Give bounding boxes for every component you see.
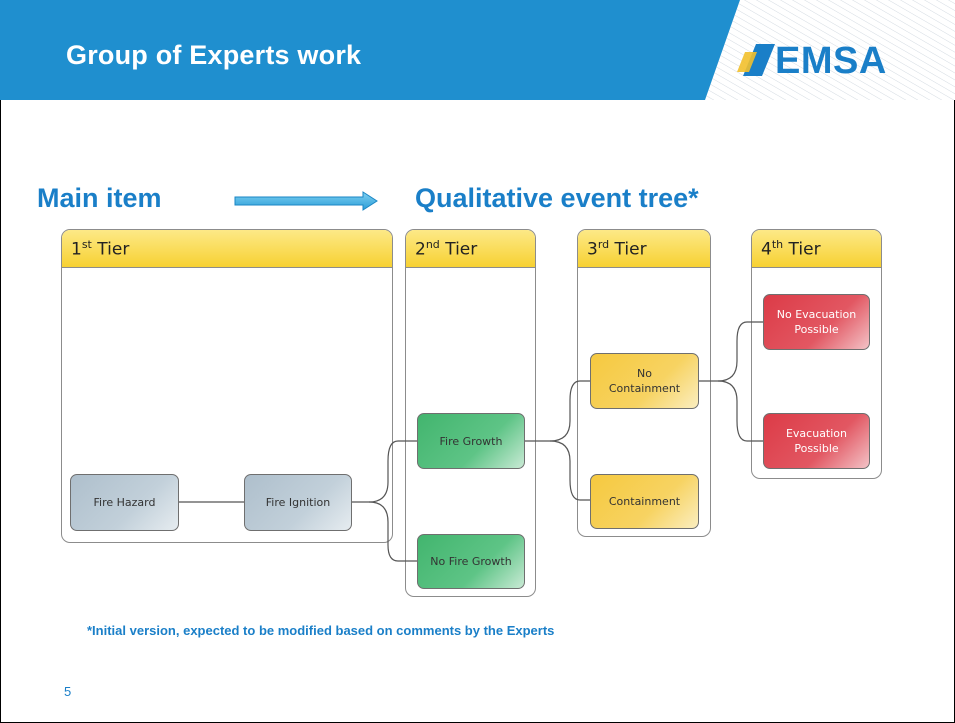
heading-main-item: Main item (37, 183, 162, 213)
tier-3-header: 3rd Tier (578, 230, 710, 268)
heading-event-tree: Qualitative event tree* (415, 183, 699, 213)
node-fire-hazard: Fire Hazard (70, 474, 179, 531)
emsa-logo: EMSA (775, 40, 887, 82)
node-containment: Containment (590, 474, 699, 529)
footnote: *Initial version, expected to be modifie… (87, 623, 555, 638)
node-evacuation: Evacuation Possible (763, 413, 870, 469)
tier-4-header: 4th Tier (752, 230, 881, 268)
node-fire-growth: Fire Growth (417, 413, 525, 469)
node-fire-ignition: Fire Ignition (244, 474, 352, 531)
page-number: 5 (64, 684, 72, 699)
node-no-fire-growth: No Fire Growth (417, 534, 525, 589)
node-no-containment: No Containment (590, 353, 699, 409)
slide-title: Group of Experts work (66, 40, 362, 70)
tier-1-header: 1st Tier (62, 230, 392, 268)
node-no-evacuation: No Evacuation Possible (763, 294, 870, 350)
tier-2-header: 2nd Tier (406, 230, 535, 268)
